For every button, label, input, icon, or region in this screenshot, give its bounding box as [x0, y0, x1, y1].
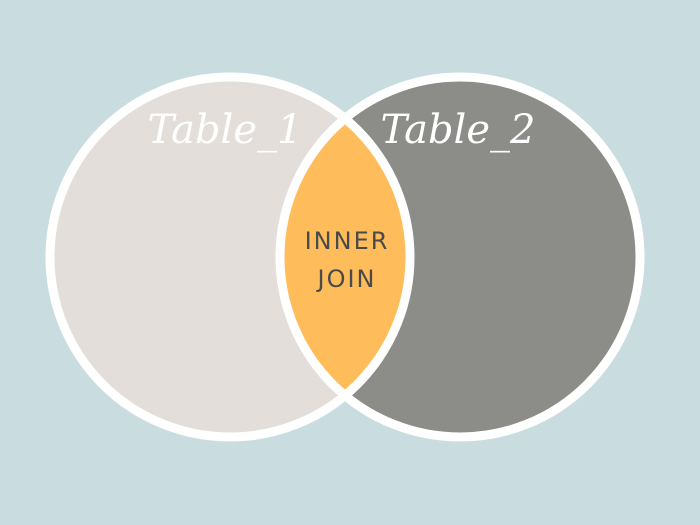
table-2-outline: [275, 72, 645, 442]
inner-join-intersection: [280, 77, 410, 437]
table-1-outline: [45, 72, 415, 442]
table-2-label: Table_2: [381, 107, 536, 153]
table-1-label: Table_1: [148, 107, 303, 153]
inner-join-label-line-1: INNER: [305, 227, 390, 255]
inner-join-label-line-2: JOIN: [316, 265, 377, 293]
